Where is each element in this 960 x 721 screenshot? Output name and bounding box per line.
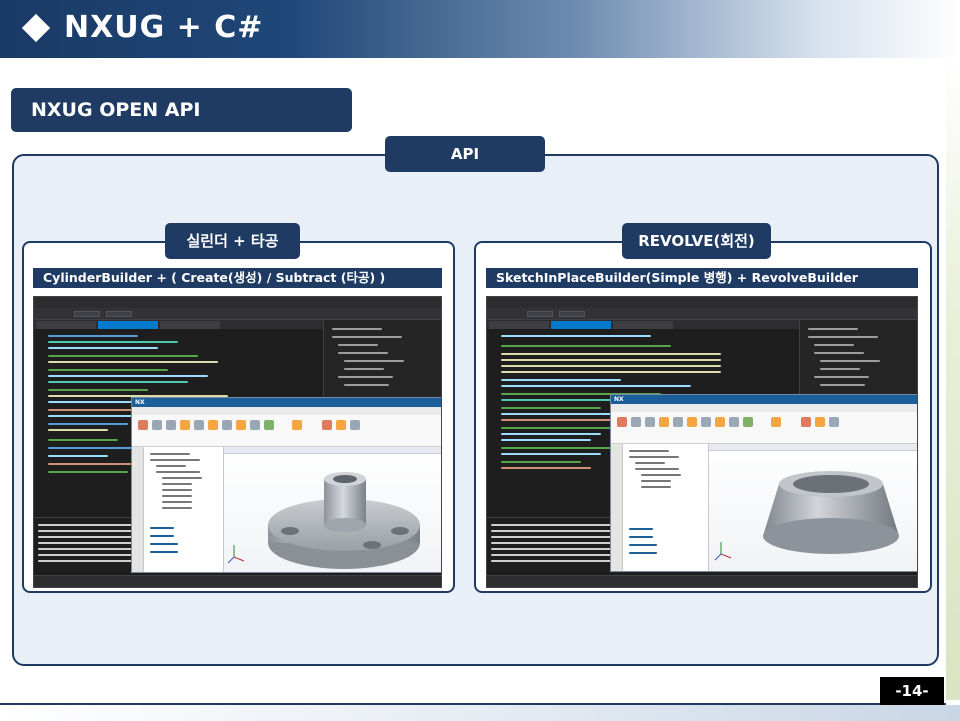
- nx-ribbon: [611, 404, 917, 444]
- vs-status-bar: [487, 575, 917, 587]
- nx-window: NX: [610, 394, 917, 572]
- nx-logo: NX: [614, 396, 624, 403]
- flange-model-icon: [227, 472, 420, 569]
- revolve-model-icon: [714, 471, 899, 561]
- vs-tab-strip: [34, 320, 441, 329]
- vs-toolbar: [34, 308, 441, 320]
- nx-titlebar: NX: [611, 395, 917, 404]
- vs-tab-strip: [487, 320, 917, 329]
- slide-header: NXUG + C#: [0, 0, 960, 58]
- revolve-tab-label: REVOLVE(회전): [622, 223, 771, 259]
- nx-resource-bar: [132, 447, 144, 572]
- nx-graphics-window: [224, 447, 441, 572]
- nx-ribbon: [132, 407, 441, 447]
- vs-menu-bar: [34, 297, 441, 308]
- footer-line: [0, 703, 946, 705]
- nx-part-navigator: [623, 444, 709, 571]
- cylinder-screenshot: NX: [33, 296, 442, 588]
- vs-status-bar: [34, 575, 441, 587]
- nx-logo: NX: [135, 399, 145, 406]
- cylinder-caption: CylinderBuilder + ( Create(생성) / Subtrac…: [33, 268, 442, 288]
- nx-titlebar: NX: [132, 398, 441, 407]
- nx-window: NX: [131, 397, 441, 573]
- page-number: -14-: [880, 677, 944, 705]
- side-decoration: [946, 60, 960, 700]
- nx-resource-bar: [611, 444, 623, 571]
- slide-title: NXUG + C#: [64, 10, 264, 45]
- footer-decoration: [0, 705, 960, 721]
- api-tab-label: API: [385, 136, 545, 172]
- diamond-bullet-icon: [21, 13, 51, 43]
- section-title: NXUG OPEN API: [11, 88, 352, 132]
- revolve-screenshot: NX: [486, 296, 918, 588]
- vs-toolbar: [487, 308, 917, 320]
- nx-part-navigator: [144, 447, 224, 572]
- nx-graphics-window: [709, 444, 917, 571]
- revolve-caption: SketchInPlaceBuilder(Simple 병행) + Revolv…: [486, 268, 918, 288]
- vs-menu-bar: [487, 297, 917, 308]
- cylinder-tab-label: 실린더 + 타공: [165, 223, 300, 259]
